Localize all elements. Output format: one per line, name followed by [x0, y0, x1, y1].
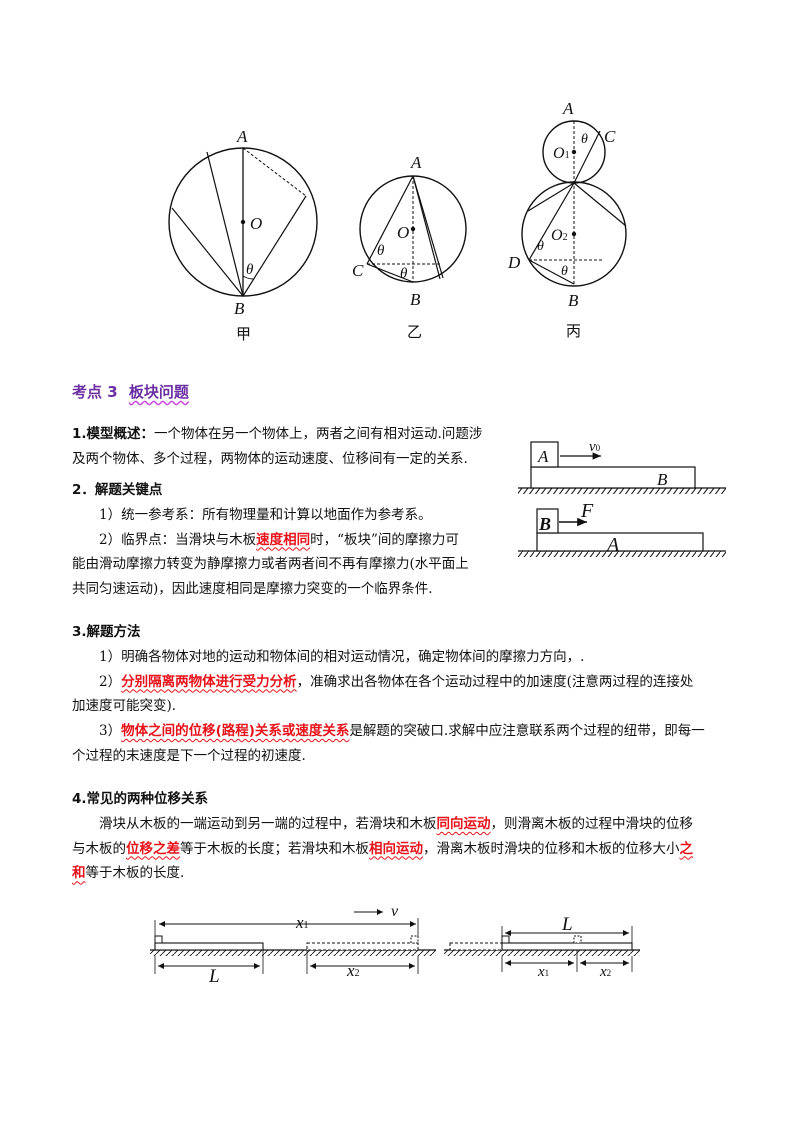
p3-item3-a: 3） — [99, 723, 122, 740]
label-theta-3: θ — [561, 264, 568, 279]
p3-label: 3.解题方法 — [72, 624, 141, 640]
board-B-label: B — [657, 470, 668, 489]
p2-item2-b: 时，“板块”间的摩擦力可 — [310, 531, 459, 548]
label-B: B — [234, 299, 245, 318]
v-label: v — [391, 905, 399, 920]
p4-hl4: 之 — [679, 840, 694, 857]
label-O: O — [250, 214, 262, 233]
block-board-figure: A v0 B B F A — [518, 439, 726, 557]
figure-bing: A O1 θ C O2 θ D θ B 丙 — [507, 99, 627, 340]
paragraph-model-overview: 1.模型概述：一个物体在另一个物体上，两者之间有相对运动.问题涉 及两个物体、多… — [72, 422, 482, 472]
p4-s6: 等于木板的长度. — [85, 865, 185, 882]
p3-item3-highlight: 物体之间的位移(路程)关系或速度关系 — [121, 723, 350, 740]
p4-label: 4.常见的两种位移关系 — [72, 791, 209, 807]
p3-item3-line2: 个过程的末速度是下一个过程的初速度. — [72, 747, 306, 764]
p4-hl1: 同向运动 — [436, 815, 491, 832]
p3-item2-b: ，准确求出各物体在各个运动过程中的加速度(注意两过程的连接处 — [296, 673, 694, 690]
p4-s5: ，滑离木板时滑块的位移和木板的位移大小 — [423, 840, 680, 857]
figure-yi: A O θ C θ B 乙 — [352, 153, 467, 341]
paragraph-displacement: 4.常见的两种位移关系 滑块从木板的一端运动到另一端的过程中，若滑块和木板同向运… — [72, 787, 693, 886]
label-theta-1: θ — [581, 132, 588, 147]
p3-item3-b: 是解题的突破口.求解中应注意联系两个过程的纽带，即每一 — [349, 723, 705, 740]
label-theta: θ — [246, 262, 254, 278]
p4-hl2: 位移之差 — [126, 840, 180, 857]
x1-label: x1 — [295, 913, 309, 932]
label-theta-2: θ — [400, 266, 408, 282]
p2-item2-highlight: 速度相同 — [256, 531, 311, 548]
label-B: B — [410, 290, 421, 309]
p1-line1: 一个物体在另一个物体上，两者之间有相对运动.问题涉 — [154, 426, 483, 442]
p4-hl5: 和 — [72, 865, 86, 882]
x2-label: x2 — [599, 964, 611, 980]
section-title: 板块问题 — [128, 383, 189, 401]
p2-item2-line3: 共同匀速运动)，因此速度相同是摩擦力突变的一个临界条件. — [72, 581, 433, 598]
label-A: A — [410, 153, 422, 172]
p3-item1: 1）明确各物体对地的运动和物体间的相对运动情况，确定物体间的摩擦力方向，. — [99, 648, 585, 665]
p3-item2-a: 2） — [99, 673, 122, 690]
section-heading: 考点 3 板块问题 — [72, 381, 189, 402]
label-O2: O2 — [551, 227, 568, 244]
caption-yi: 乙 — [407, 323, 422, 341]
p3-item2-highlight: 分别隔离两物体进行受力分析 — [121, 673, 297, 690]
same-direction-figure: x1 v L x2 — [150, 905, 436, 985]
x2-label: x2 — [346, 961, 360, 980]
L-label: L — [561, 914, 573, 935]
p4-s3: 与木板的 — [72, 840, 126, 857]
x1-label: x1 — [537, 964, 549, 980]
paragraph-methods: 3.解题方法 1）明确各物体对地的运动和物体间的相对运动情况，确定物体间的摩擦力… — [72, 620, 705, 769]
label-A: A — [236, 127, 248, 146]
opposite-direction-figure: L x1 x2 — [444, 914, 640, 980]
block-A-label: A — [537, 447, 549, 466]
label-A: A — [562, 99, 574, 118]
velocity-label: v0 — [589, 439, 601, 455]
paragraph-key-points: 2．解题关键点 1）统一参考系：所有物理量和计算以地面作为参考系。 2）临界点：… — [72, 478, 469, 602]
displacement-figures: x1 v L x2 L x1 x2 — [150, 905, 640, 985]
p4-s4: 等于木板的长度；若滑块和木板 — [180, 840, 369, 857]
board-A-label: A — [605, 534, 620, 556]
p2-item2-line2: 能由滑动摩擦力转变为静摩擦力或者两者间不再有摩擦力(水平面上 — [72, 556, 469, 573]
p2-label: 2．解题关键点 — [72, 482, 163, 498]
circle-figures: A O θ B 甲 A O θ C θ B 乙 A O1 θ — [168, 99, 627, 343]
p3-item2-line2: 加速度可能突变). — [72, 698, 177, 715]
caption-bing: 丙 — [566, 322, 581, 340]
label-theta-2: θ — [537, 239, 544, 254]
p1-label: 1.模型概述： — [72, 426, 155, 442]
p1-line2: 及两个物体、多个过程，两物体的运动速度、位移间有一定的关系. — [72, 450, 468, 467]
p2-item1: 1）统一参考系：所有物理量和计算以地面作为参考系。 — [99, 506, 432, 523]
section-number: 考点 3 — [72, 383, 118, 401]
p2-item2-a: 2）临界点：当滑块与木板 — [99, 531, 257, 548]
force-F-label: F — [580, 500, 594, 522]
label-D: D — [507, 253, 521, 272]
caption-jia: 甲 — [236, 325, 251, 343]
label-C: C — [604, 127, 616, 146]
figure-jia: A O θ B 甲 — [168, 127, 318, 343]
label-B: B — [568, 291, 579, 310]
p4-s1: 滑块从木板的一端运动到另一端的过程中，若滑块和木板 — [99, 815, 437, 832]
L-label: L — [208, 966, 220, 985]
label-O: O — [397, 223, 409, 242]
label-O1: O1 — [553, 145, 570, 162]
p4-hl3: 相向运动 — [369, 840, 423, 857]
label-C: C — [352, 261, 364, 280]
p4-s2: ，则滑离木板的过程中滑块的位移 — [490, 815, 694, 832]
label-theta-1: θ — [377, 243, 385, 259]
block-B-label: B — [538, 514, 551, 534]
